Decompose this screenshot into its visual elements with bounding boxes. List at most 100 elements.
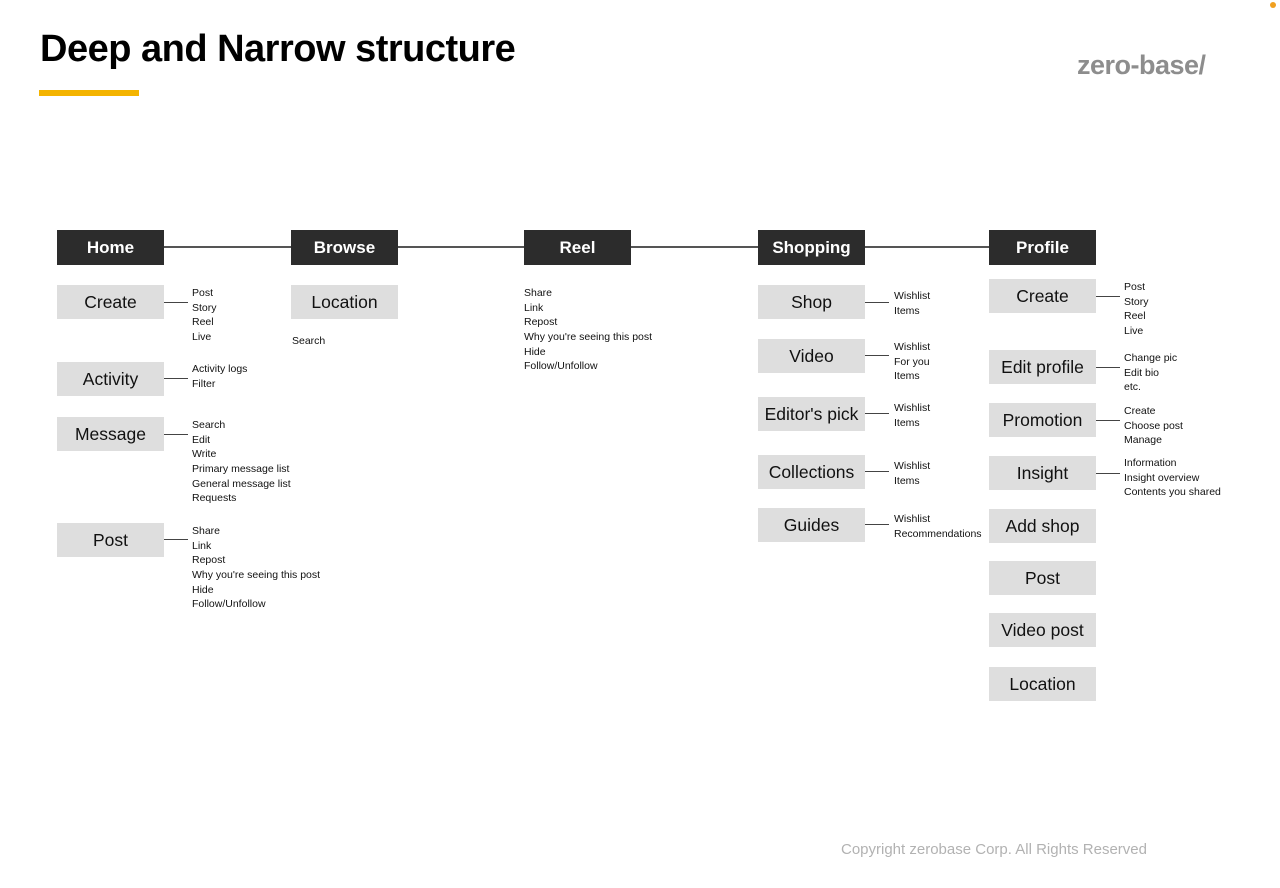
list-item: Create	[1124, 405, 1156, 417]
list-item: Story	[192, 301, 217, 314]
list-item: Items	[894, 304, 920, 317]
profile-post[interactable]: Post	[989, 561, 1096, 595]
list-item: Hide	[524, 345, 546, 358]
list-item: Contents you shared	[1124, 486, 1221, 499]
list-item: Follow/Unfollow	[192, 598, 266, 611]
list-item: Hide	[192, 583, 214, 596]
list-item: Search	[192, 419, 226, 431]
list-item: Items	[894, 370, 920, 383]
list-item: Share	[192, 525, 221, 537]
connector	[1096, 296, 1120, 297]
list-item: Recommendations	[894, 527, 982, 540]
list-item: etc.	[1124, 381, 1141, 394]
shopping-collections[interactable]: Collections	[758, 455, 865, 489]
connector	[164, 434, 188, 435]
list-item: Why you're seeing this post	[524, 331, 653, 344]
list-item: Live	[1124, 325, 1144, 338]
list-item: Story	[1124, 295, 1149, 308]
profile-video-post[interactable]: Video post	[989, 613, 1096, 647]
list-item: Items	[894, 474, 920, 487]
connector	[164, 539, 188, 540]
profile-insight[interactable]: Insight	[989, 456, 1096, 490]
connector	[865, 413, 889, 414]
list-item: Link	[524, 301, 544, 314]
list-item: Manage	[1124, 434, 1162, 447]
profile-location[interactable]: Location	[989, 667, 1096, 701]
browse-location[interactable]: Location	[291, 285, 398, 319]
connector	[164, 302, 188, 303]
list-item: Edit	[192, 433, 211, 446]
home-create[interactable]: Create	[57, 285, 164, 319]
page-title: Deep and Narrow structure	[40, 28, 516, 70]
list-item: Reel	[192, 316, 214, 329]
list-item: Edit bio	[1124, 366, 1160, 379]
list-item: Link	[192, 539, 212, 552]
nav-profile[interactable]: Profile	[989, 230, 1096, 265]
list-item: Wishlist	[894, 513, 931, 525]
corner-dot-icon	[1270, 2, 1276, 8]
shopping-guides[interactable]: Guides	[758, 508, 865, 542]
list-item: Wishlist	[894, 460, 931, 472]
nav-home[interactable]: Home	[57, 230, 164, 265]
list-item: Change pic	[1124, 352, 1178, 364]
connector	[1096, 367, 1120, 368]
list-item: For you	[894, 355, 930, 368]
list-item: Follow/Unfollow	[524, 360, 598, 373]
list-item: Wishlist	[894, 341, 931, 353]
connector	[1096, 473, 1120, 474]
list-item: Share	[524, 287, 553, 299]
profile-create[interactable]: Create	[989, 279, 1096, 313]
home-post[interactable]: Post	[57, 523, 164, 557]
connector	[865, 471, 889, 472]
list-item: Information	[1124, 457, 1177, 469]
list-item: Reel	[1124, 310, 1146, 323]
list-item: Filter	[192, 377, 216, 390]
list-item: Choose post	[1124, 419, 1183, 432]
list-item: Post	[1124, 281, 1146, 293]
browse-search: Search	[292, 335, 326, 347]
title-underline	[39, 90, 139, 96]
connector	[1096, 420, 1120, 421]
list-item: Wishlist	[894, 402, 931, 414]
connector	[865, 355, 889, 356]
nav-shopping[interactable]: Shopping	[758, 230, 865, 265]
list-item: Primary message list	[192, 463, 290, 476]
shopping-editors-pick[interactable]: Editor's pick	[758, 397, 865, 431]
list-item: Write	[192, 448, 217, 461]
list-item: Repost	[192, 554, 226, 567]
profile-add-shop[interactable]: Add shop	[989, 509, 1096, 543]
shopping-video[interactable]: Video	[758, 339, 865, 373]
home-activity[interactable]: Activity	[57, 362, 164, 396]
list-item: Requests	[192, 492, 237, 505]
connector	[865, 302, 889, 303]
list-item: Wishlist	[894, 290, 931, 302]
list-item: Why you're seeing this post	[192, 569, 321, 582]
list-item: Items	[894, 416, 920, 429]
profile-promotion[interactable]: Promotion	[989, 403, 1096, 437]
list-item: Activity logs	[192, 363, 248, 375]
list-item: Post	[192, 287, 214, 299]
list-item: Repost	[524, 316, 558, 329]
shopping-shop[interactable]: Shop	[758, 285, 865, 319]
home-message[interactable]: Message	[57, 417, 164, 451]
copyright: Copyright zerobase Corp. All Rights Rese…	[841, 841, 1147, 858]
list-item: Live	[192, 331, 212, 344]
list-item: Insight overview	[1124, 471, 1200, 484]
profile-edit-profile[interactable]: Edit profile	[989, 350, 1096, 384]
nav-browse[interactable]: Browse	[291, 230, 398, 265]
nav-reel[interactable]: Reel	[524, 230, 631, 265]
